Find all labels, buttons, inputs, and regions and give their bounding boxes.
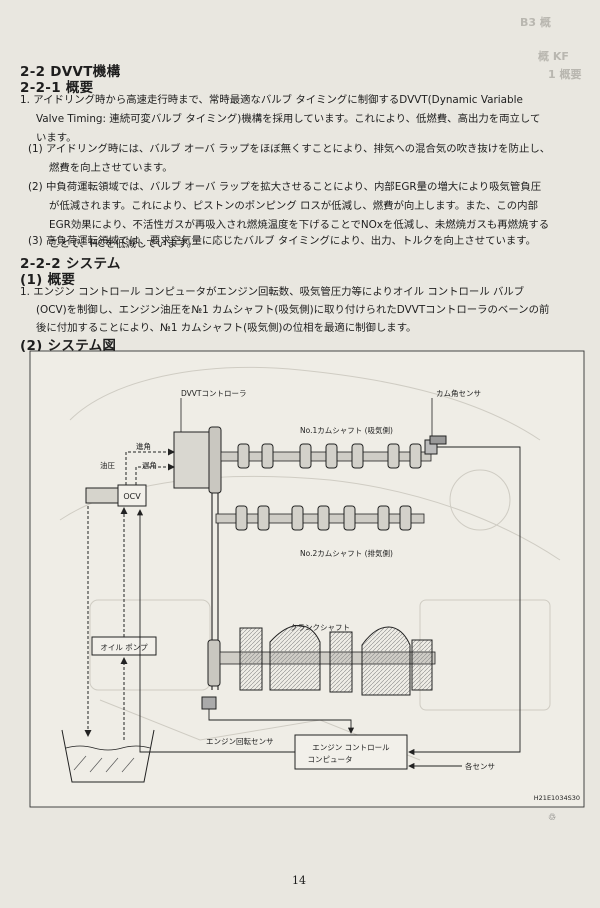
cam-lobe: [351, 443, 364, 469]
cam-lobe: [291, 505, 304, 531]
paragraph-1-line: Valve Timing: 連続可変バルブ タイミング)機構を採用しています。こ…: [36, 113, 541, 125]
ecu-to-ocv-line: [136, 509, 295, 753]
engine-speed-sensor: [201, 696, 217, 710]
sub-item-2-line: が低減されます。これにより、ピストンのポンピング ロスが低減し、燃費が向上します…: [49, 200, 538, 212]
dvvt-controller-sprocket: [208, 426, 222, 494]
oil-pump-label: オイル ポンプ: [100, 643, 148, 652]
oil-hatch: [73, 755, 135, 773]
figure-code: H21E1034S30: [534, 794, 580, 802]
crankshaft-label: クランクシャフト: [290, 623, 350, 632]
ecu-label-line2: コンピュータ: [308, 755, 353, 764]
section-heading-2-2-1: 2-2-1 概要: [20, 80, 94, 96]
cam-lobe: [317, 505, 330, 531]
section-heading-2-2: 2-2 DVVT機構: [20, 64, 121, 80]
ocv-box: [117, 484, 147, 507]
dvvt-controller: [173, 431, 215, 489]
sub-item-2-line: EGR効果により、不活性ガスが再吸入され燃焼温度を下げることでNOxを低減し、未…: [49, 219, 550, 231]
subsection-heading-overview: (1) 概要: [20, 272, 76, 288]
engine-speed-sensor-label: エンジン回転センサ: [206, 737, 274, 746]
crank-sprocket: [207, 639, 221, 687]
bleed-through-text: B3 概: [520, 16, 551, 29]
dvvt-controller-label: DVVTコントローラ: [181, 389, 247, 398]
advance-oil-line: [125, 448, 175, 485]
retard-label: 遅角: [142, 460, 157, 470]
cam-lobe: [235, 505, 248, 531]
cam-lobe: [237, 443, 250, 469]
sensors-label: 各センサ: [465, 761, 495, 771]
sub-item-3-line: (3) 高負荷運転領域では、要求空気量に応じたバルブ タイミングにより、出力、ト…: [28, 235, 537, 247]
cam-sensor-signal-line: [408, 446, 521, 756]
recycle-mark-icon: ♲: [548, 813, 557, 823]
cam-lobe: [299, 443, 312, 469]
cam-angle-sensor-head: [429, 435, 447, 445]
advance-label: 進角: [136, 441, 151, 451]
retard-oil-line: [135, 463, 175, 485]
camshaft-2-label: No.2カムシャフト (排気側): [300, 548, 393, 558]
system-paragraph-line: 後に付加することにより、№1 カムシャフト(吸気側)の位相を最適に制御します。: [36, 322, 417, 334]
ecu-box: [294, 734, 408, 770]
system-paragraph-line: (OCV)を制御し、エンジン油圧を№1 カムシャフト(吸気側)に取り付けられたD…: [36, 304, 550, 316]
sub-item-2-line: ことで、HCを低減しています。: [49, 238, 198, 250]
paragraph-1-line: 1. アイドリング時から高速走行時まで、常時最適なバルブ タイミングに制御するD…: [20, 94, 523, 106]
cam-lobe: [399, 505, 412, 531]
cam-lobe: [387, 443, 400, 469]
bleed-through-text: 1 概要: [548, 68, 582, 81]
subsection-heading-system-diagram: (2) システム図: [20, 338, 117, 354]
crankshaft-webs: [239, 625, 433, 696]
ocv-body: [85, 487, 119, 504]
cam-lobe: [325, 443, 338, 469]
cam-lobe: [377, 505, 390, 531]
bleed-through-text: 概 KF: [538, 50, 569, 63]
oil-pressure-label: 油圧: [100, 460, 115, 470]
camshaft-1-label: No.1カムシャフト (吸気側): [300, 425, 393, 435]
oil-surface: [65, 745, 151, 751]
oil-pan: [61, 729, 155, 783]
camshaft-2-lobes: [235, 505, 412, 531]
ecu-label-line1: エンジン コントロール: [312, 743, 390, 752]
sub-item-1-line: 燃費を向上させています。: [49, 162, 173, 174]
section-heading-2-2-2: 2-2-2 システム: [20, 256, 121, 272]
ocv-label: OCV: [123, 492, 141, 501]
cam-lobe: [409, 443, 422, 469]
cam-lobe: [261, 443, 274, 469]
cam-lobe: [343, 505, 356, 531]
cam-lobe: [257, 505, 270, 531]
diagram-frame: [29, 350, 585, 808]
page-number: 14: [292, 874, 306, 887]
sub-item-2-line: (2) 中負荷運転領域では、バルブ オーバ ラップを拡大させることにより、内部E…: [28, 181, 542, 193]
engine-speed-signal-line: [208, 709, 355, 734]
camshaft-1-lobes: [237, 443, 422, 469]
cam-angle-sensor-label: カム角センサ: [436, 388, 481, 398]
system-paragraph-line: 1. エンジン コントロール コンピュータがエンジン回転数、吸気管圧力等によりオ…: [20, 286, 525, 298]
sub-item-1-line: (1) アイドリング時には、バルブ オーバ ラップをほぼ無くすことにより、排気へ…: [28, 143, 551, 155]
paragraph-1-line: います。: [36, 132, 77, 144]
